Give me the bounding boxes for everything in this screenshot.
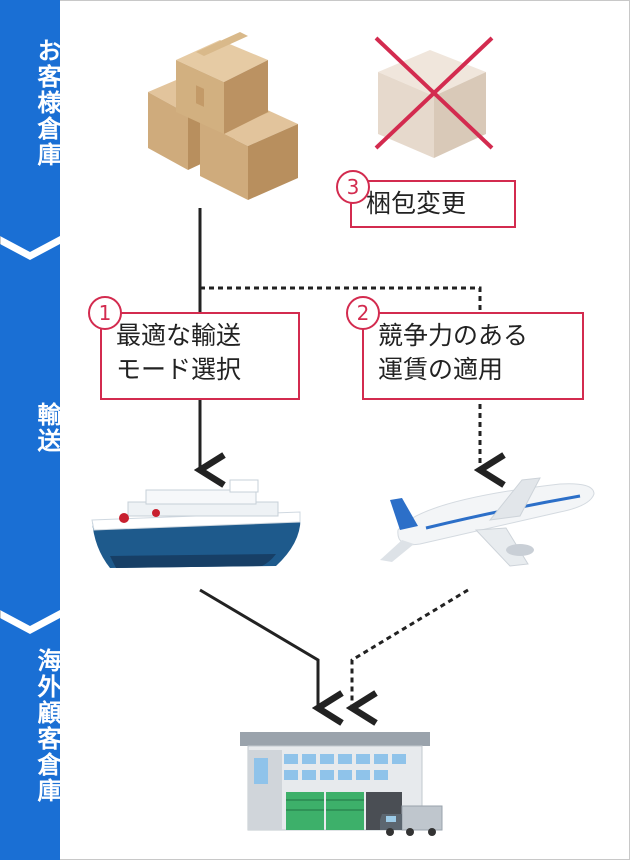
stage-segment-origin	[0, 0, 60, 252]
freight-label-box: 競争力のある 運賃の適用	[362, 312, 584, 400]
freight-line1: 競争力のある	[378, 321, 529, 350]
freight-line2: 運賃の適用	[378, 355, 504, 384]
stage-segment-destination	[0, 618, 60, 860]
stage-label-transport: 輸送	[33, 402, 61, 454]
mode-select-label-box: 最適な輸送 モード選択	[100, 312, 300, 400]
mode-select-line2: モード選択	[116, 355, 242, 384]
solid-delivery-line	[199, 588, 318, 708]
step-number-1: 1	[88, 296, 122, 330]
dotted-delivery-line	[352, 588, 469, 708]
stage-sidebar	[0, 0, 60, 860]
repack-label-box: 梱包変更	[350, 180, 516, 228]
repack-label-text: 梱包変更	[366, 189, 467, 218]
step-number-3: 3	[336, 170, 370, 204]
airplane-icon	[380, 477, 595, 567]
stage-label-destination: 海外顧客倉庫	[33, 648, 61, 804]
mode-select-line1: 最適な輸送	[116, 321, 242, 350]
dotted-route-line	[200, 286, 480, 470]
cargo-ship-icon	[91, 479, 301, 568]
truck-icon	[380, 805, 443, 836]
stage-label-origin: お客様倉庫	[33, 38, 61, 168]
cardboard-boxes-icon	[148, 32, 298, 200]
crossed-out-box-icon	[374, 36, 494, 158]
stage-segment-transport	[0, 244, 60, 626]
step-number-2: 2	[346, 296, 380, 330]
